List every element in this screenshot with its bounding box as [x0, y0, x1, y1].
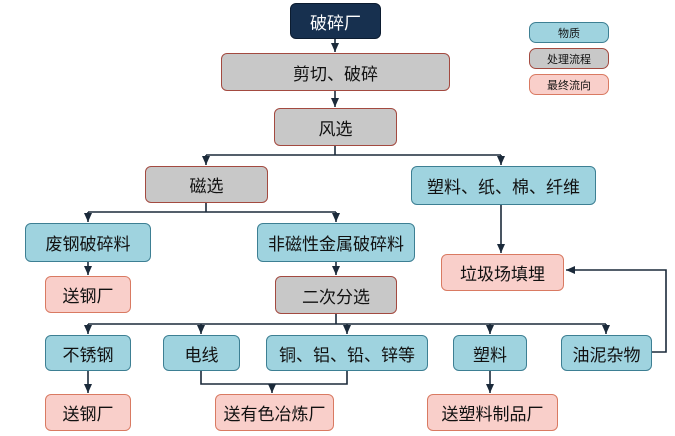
- node-landfill: 垃圾场填埋: [441, 254, 564, 291]
- edge-wires-nonferrous-merge: [200, 371, 348, 385]
- legend-process: 处理流程: [529, 48, 609, 69]
- node-secondary-sorting: 二次分选: [275, 276, 397, 314]
- node-waste-steel-scrap: 废钢破碎料: [25, 223, 151, 262]
- legend-destination: 最终流向: [529, 74, 609, 95]
- node-shear-crush: 剪切、破碎: [221, 53, 450, 91]
- node-to-steel-mill-lower: 送钢厂: [45, 394, 131, 431]
- node-stainless-steel: 不锈钢: [45, 335, 131, 371]
- node-to-plastics-factory: 送塑料制品厂: [427, 394, 558, 431]
- node-oil-sludge-debris: 油泥杂物: [561, 335, 652, 371]
- node-to-steel-mill-upper: 送钢厂: [45, 276, 131, 313]
- node-nonferrous-metals: 铜、铝、铅、锌等: [266, 335, 428, 371]
- node-crusher-plant: 破碎厂: [290, 3, 381, 39]
- node-to-nonferrous-smelter: 送有色冶炼厂: [215, 394, 334, 431]
- edge-sludge-to-landfill: [566, 266, 667, 353]
- node-plastics: 塑料: [453, 335, 527, 371]
- node-wires: 电线: [163, 335, 240, 371]
- node-wind-sorting: 风选: [274, 108, 397, 146]
- node-nonmagnetic-scrap: 非磁性金属破碎料: [257, 223, 415, 262]
- legend-material: 物质: [529, 22, 609, 43]
- node-light-fraction: 塑料、纸、棉、纤维: [411, 166, 596, 205]
- node-magnetic-sorting: 磁选: [145, 166, 268, 203]
